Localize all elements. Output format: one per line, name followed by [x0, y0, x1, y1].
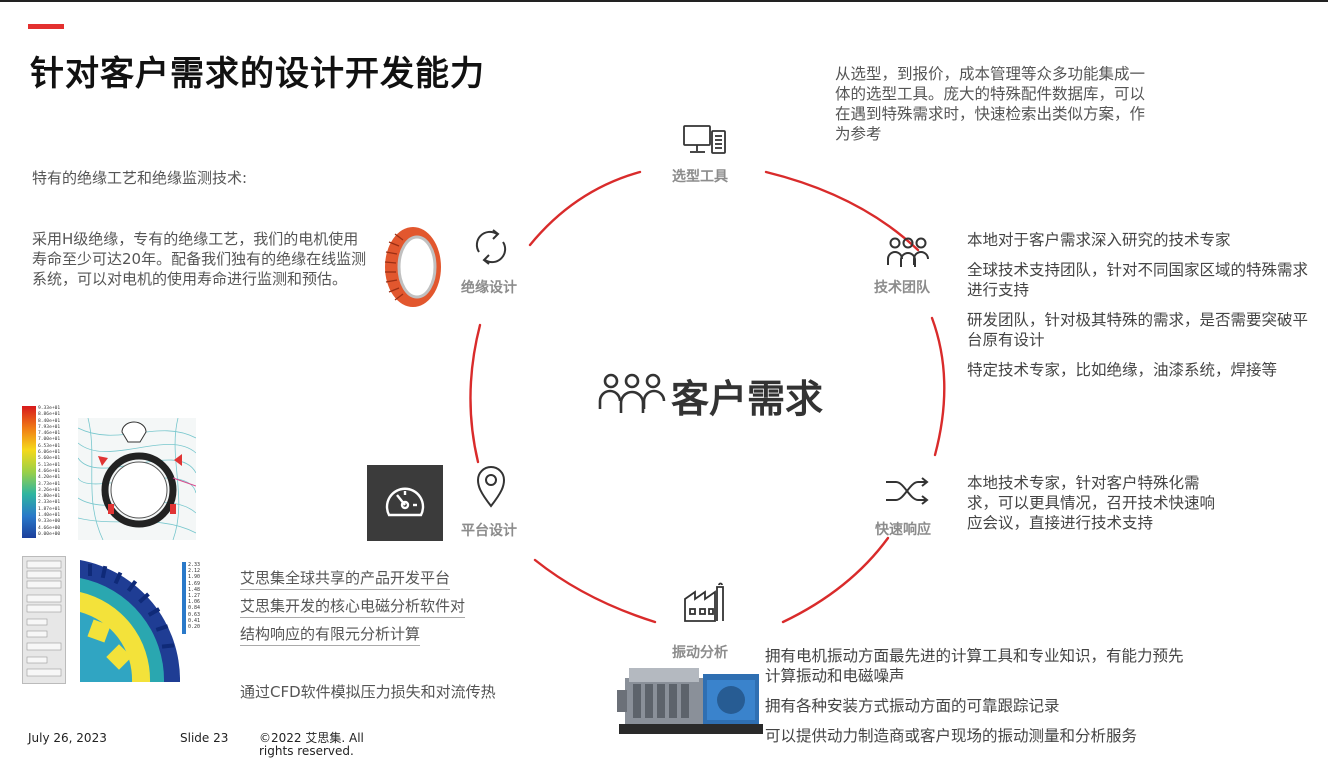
fem-scale-value: 2.33	[188, 562, 201, 568]
insulation-heading: 特有的绝缘工艺和绝缘监测技术:	[32, 169, 248, 187]
node-label-vibration: 振动分析	[672, 645, 728, 661]
arc-bottom-left	[533, 558, 657, 624]
node-label-tech-team: 技术团队	[874, 280, 930, 296]
cfd-legend-value: 9.33e+01	[38, 406, 61, 411]
slide-title: 针对客户需求的设计开发能力	[30, 54, 485, 94]
node-label-selection-tool: 选型工具	[672, 169, 728, 185]
tech-team-point: 本地对于客户需求深入研究的技术专家	[967, 231, 1231, 249]
platform-tile	[367, 465, 443, 541]
footer-copyright: ©2022 艾思集. All rights reserved.	[259, 731, 364, 758]
platform-point: 艾思集全球共享的产品开发平台 艾思集开发的核心电磁分析软件对结构响应的有限元分析…	[240, 569, 466, 643]
node-label-fast-response: 快速响应	[875, 522, 931, 538]
cfd-legend-value: 2.80e+01	[38, 494, 61, 500]
fem-electromagnetic-image	[80, 560, 180, 682]
cfd-legend-value: 9.33e+00	[38, 519, 61, 525]
center-title: 客户需求	[671, 377, 824, 421]
fem-scale-value: 2.12	[188, 568, 201, 575]
fem-scale-value: 0.63	[188, 611, 201, 618]
cfd-legend-value: 8.40e+01	[38, 418, 61, 424]
fem-scale-value: 1.27	[188, 593, 201, 600]
cfd-legend-value: 6.06e+01	[38, 450, 61, 456]
title-accent-bar	[28, 24, 64, 29]
factory-icon	[683, 581, 729, 623]
fem-scale-value: 1.69	[188, 580, 201, 587]
fem-scale-value: 1.90	[188, 574, 201, 581]
cfd-legend-value: 3.26e+01	[38, 487, 61, 493]
tech-team-description: 本地对于客户需求深入研究的技术专家 全球技术支持团队，针对不同国家区域的特殊需求…	[967, 230, 1312, 390]
refresh-icon	[473, 228, 509, 266]
gauge-icon	[385, 487, 425, 517]
insulation-description: 采用H级绝缘，专有的绝缘工艺，我们的电机使用寿命至少可达20年。配备我们独有的绝…	[32, 230, 367, 288]
fem-scale-value: 1.48	[188, 586, 201, 593]
cfd-legend-value: 5.13e+01	[38, 462, 61, 468]
node-label-insulation: 绝缘设计	[461, 280, 517, 296]
cfd-legend-value: 0.00e+00	[38, 531, 61, 537]
cfd-legend-value: 2.33e+01	[38, 500, 61, 506]
node-label-platform: 平台设计	[461, 523, 517, 539]
tech-team-point: 研发团队，针对极其特殊的需求，是否需要突破平台原有设计	[967, 311, 1309, 349]
cfd-legend-value: 4.66e+01	[38, 468, 61, 474]
cfd-legend-value: 7.93e+01	[38, 424, 61, 430]
cfd-legend-value: 1.87e+01	[38, 506, 61, 512]
fast-response-description: 本地技术专家，针对客户特殊化需求，可以更具情况，召开技术快速响应会议，直接进行技…	[967, 474, 1216, 532]
vibration-point: 拥有各种安装方式振动方面的可靠跟踪记录	[765, 697, 1060, 715]
arc-top-right	[764, 170, 920, 252]
location-pin-icon	[476, 466, 506, 508]
fem-scale-value: 0.41	[188, 617, 201, 624]
engine-generator-image	[617, 668, 763, 734]
computer-icon	[683, 124, 727, 156]
cfd-legend-value: 7.00e+01	[38, 437, 61, 443]
tech-team-point: 全球技术支持团队，针对不同国家区域的特殊需求进行支持	[967, 261, 1309, 299]
arc-bottom-right	[781, 536, 890, 624]
vibration-description: 拥有电机振动方面最先进的计算工具和专业知识，有能力预先计算振动和电磁噪声 拥有各…	[765, 646, 1185, 756]
cfd-legend-value: 4.20e+01	[38, 475, 61, 481]
cfd-legend-value: 8.86e+01	[38, 412, 61, 418]
platform-description: 艾思集全球共享的产品开发平台 艾思集开发的核心电磁分析软件对结构响应的有限元分析…	[240, 564, 465, 648]
fem-scale-value: 1.06	[188, 599, 201, 606]
cfd-color-scale	[22, 406, 36, 538]
selection-tool-description: 从选型，到报价，成本管理等众多功能集成一体的选型工具。庞大的特殊配件数据库，可以…	[835, 65, 1146, 143]
cfd-legend-value: 6.53e+01	[38, 443, 61, 449]
fem-scale-value: 0.84	[188, 605, 201, 612]
vibration-point: 拥有电机振动方面最先进的计算工具和专业知识，有能力预先计算振动和电磁噪声	[765, 647, 1184, 685]
platform-cfd-line: 通过CFD软件模拟压力损失和对流传热	[240, 683, 496, 701]
arc-right	[930, 316, 946, 457]
arc-left	[469, 323, 482, 464]
cfd-legend-value: 3.73e+01	[38, 481, 61, 487]
team-icon	[885, 235, 931, 269]
top-rule	[0, 0, 1328, 2]
people-icon	[598, 371, 666, 415]
fem-scale-value: 0.20	[188, 624, 201, 631]
vibration-point: 可以提供动力制造商或客户现场的振动测量和分析服务	[765, 727, 1138, 745]
cfd-legend-value: 7.46e+01	[38, 431, 61, 437]
cfd-legend-value: 1.40e+01	[38, 513, 61, 519]
tech-team-point: 特定技术专家，比如绝缘，油漆系统，焊接等	[967, 361, 1278, 379]
footer-slide-number: Slide 23	[180, 731, 229, 745]
shuffle-icon	[884, 476, 930, 506]
fem-control-panel	[22, 556, 66, 684]
cfd-legend-value: 5.60e+01	[38, 456, 61, 462]
cfd-streamline-image	[78, 418, 196, 540]
stator-coil-image	[384, 227, 441, 307]
cfd-legend-value: 4.66e+00	[38, 525, 61, 531]
arc-top-left	[528, 170, 642, 247]
footer-date: July 26, 2023	[28, 731, 107, 745]
